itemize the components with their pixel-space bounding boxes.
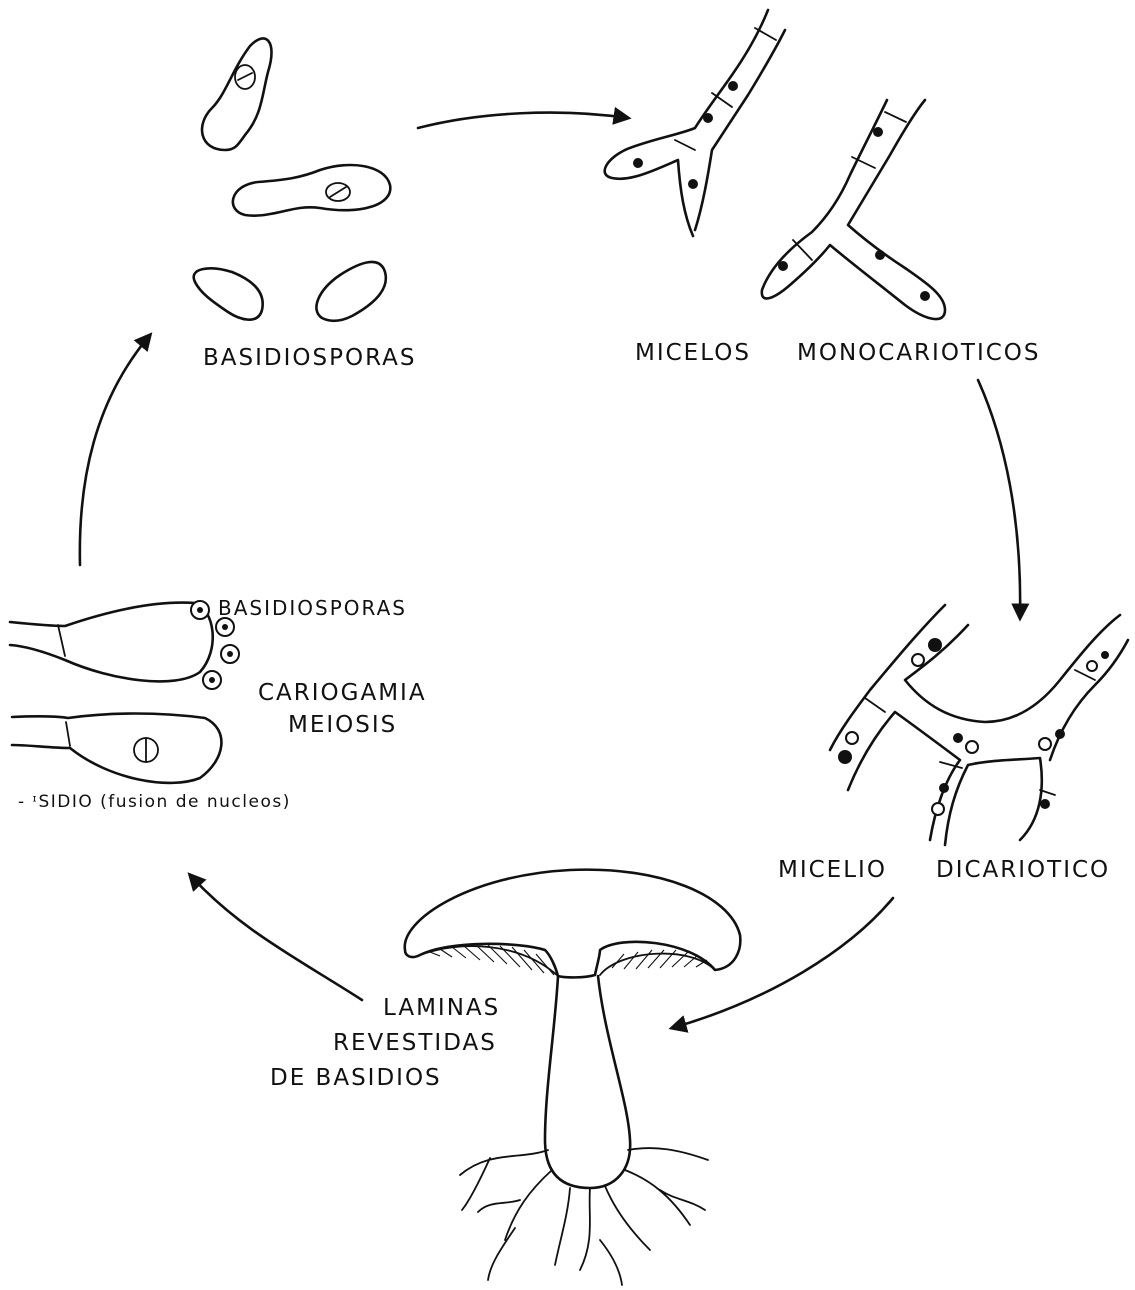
hypha-wall xyxy=(605,10,768,236)
label-basidiosporas-small: BASIDIOSPORAS xyxy=(218,596,407,620)
basidium-hypha xyxy=(10,603,213,682)
spore-shape xyxy=(194,268,263,319)
hypha-wall xyxy=(848,712,960,840)
spore-shape xyxy=(316,262,385,321)
gills-left xyxy=(420,946,558,976)
label-meiosis: MEIOSIS xyxy=(288,712,397,738)
basidiospores-group xyxy=(194,38,391,320)
hypha-wall xyxy=(762,100,945,319)
label-micelio: MICELIO xyxy=(778,857,887,883)
label-de-basidios: DE BASIDIOS xyxy=(270,1065,442,1091)
mycelium-roots xyxy=(460,1148,708,1285)
hypha-wall xyxy=(830,605,945,750)
spore-shape xyxy=(202,38,271,150)
arrow-mono-to-dikaryotic xyxy=(978,380,1020,618)
basidium-group xyxy=(10,601,239,783)
label-micelos: MICELOS xyxy=(635,340,751,366)
label-dicariotico: DICARIOTICO xyxy=(936,857,1110,883)
arrow-gills-to-basidium xyxy=(190,875,362,1000)
label-monocarioticos: MONOCARIOTICOS xyxy=(797,340,1041,366)
dikaryotic-mycelium-group xyxy=(830,605,1128,845)
label-revestidas: REVESTIDAS xyxy=(333,1030,497,1056)
label-basidiosporas: BASIDIOSPORAS xyxy=(203,345,416,371)
monokaryotic-mycelia-group xyxy=(605,10,945,319)
label-basidio-caption: - ᶦSIDIO (fusion de nucleos) xyxy=(18,792,291,812)
arrow-spores-to-mycelia xyxy=(418,113,628,128)
basidium-cell xyxy=(12,714,221,783)
arrow-basidium-to-spores xyxy=(80,335,150,565)
mushroom-group xyxy=(405,870,741,1285)
mushroom-stem xyxy=(545,976,630,1188)
spore-shape xyxy=(233,165,390,216)
hypha-wall xyxy=(695,30,785,230)
hypha-wall xyxy=(945,758,1042,845)
hypha-wall xyxy=(1050,640,1128,760)
label-cariogamia: CARIOGAMIA xyxy=(258,680,427,706)
label-laminas: LAMINAS xyxy=(383,995,500,1021)
